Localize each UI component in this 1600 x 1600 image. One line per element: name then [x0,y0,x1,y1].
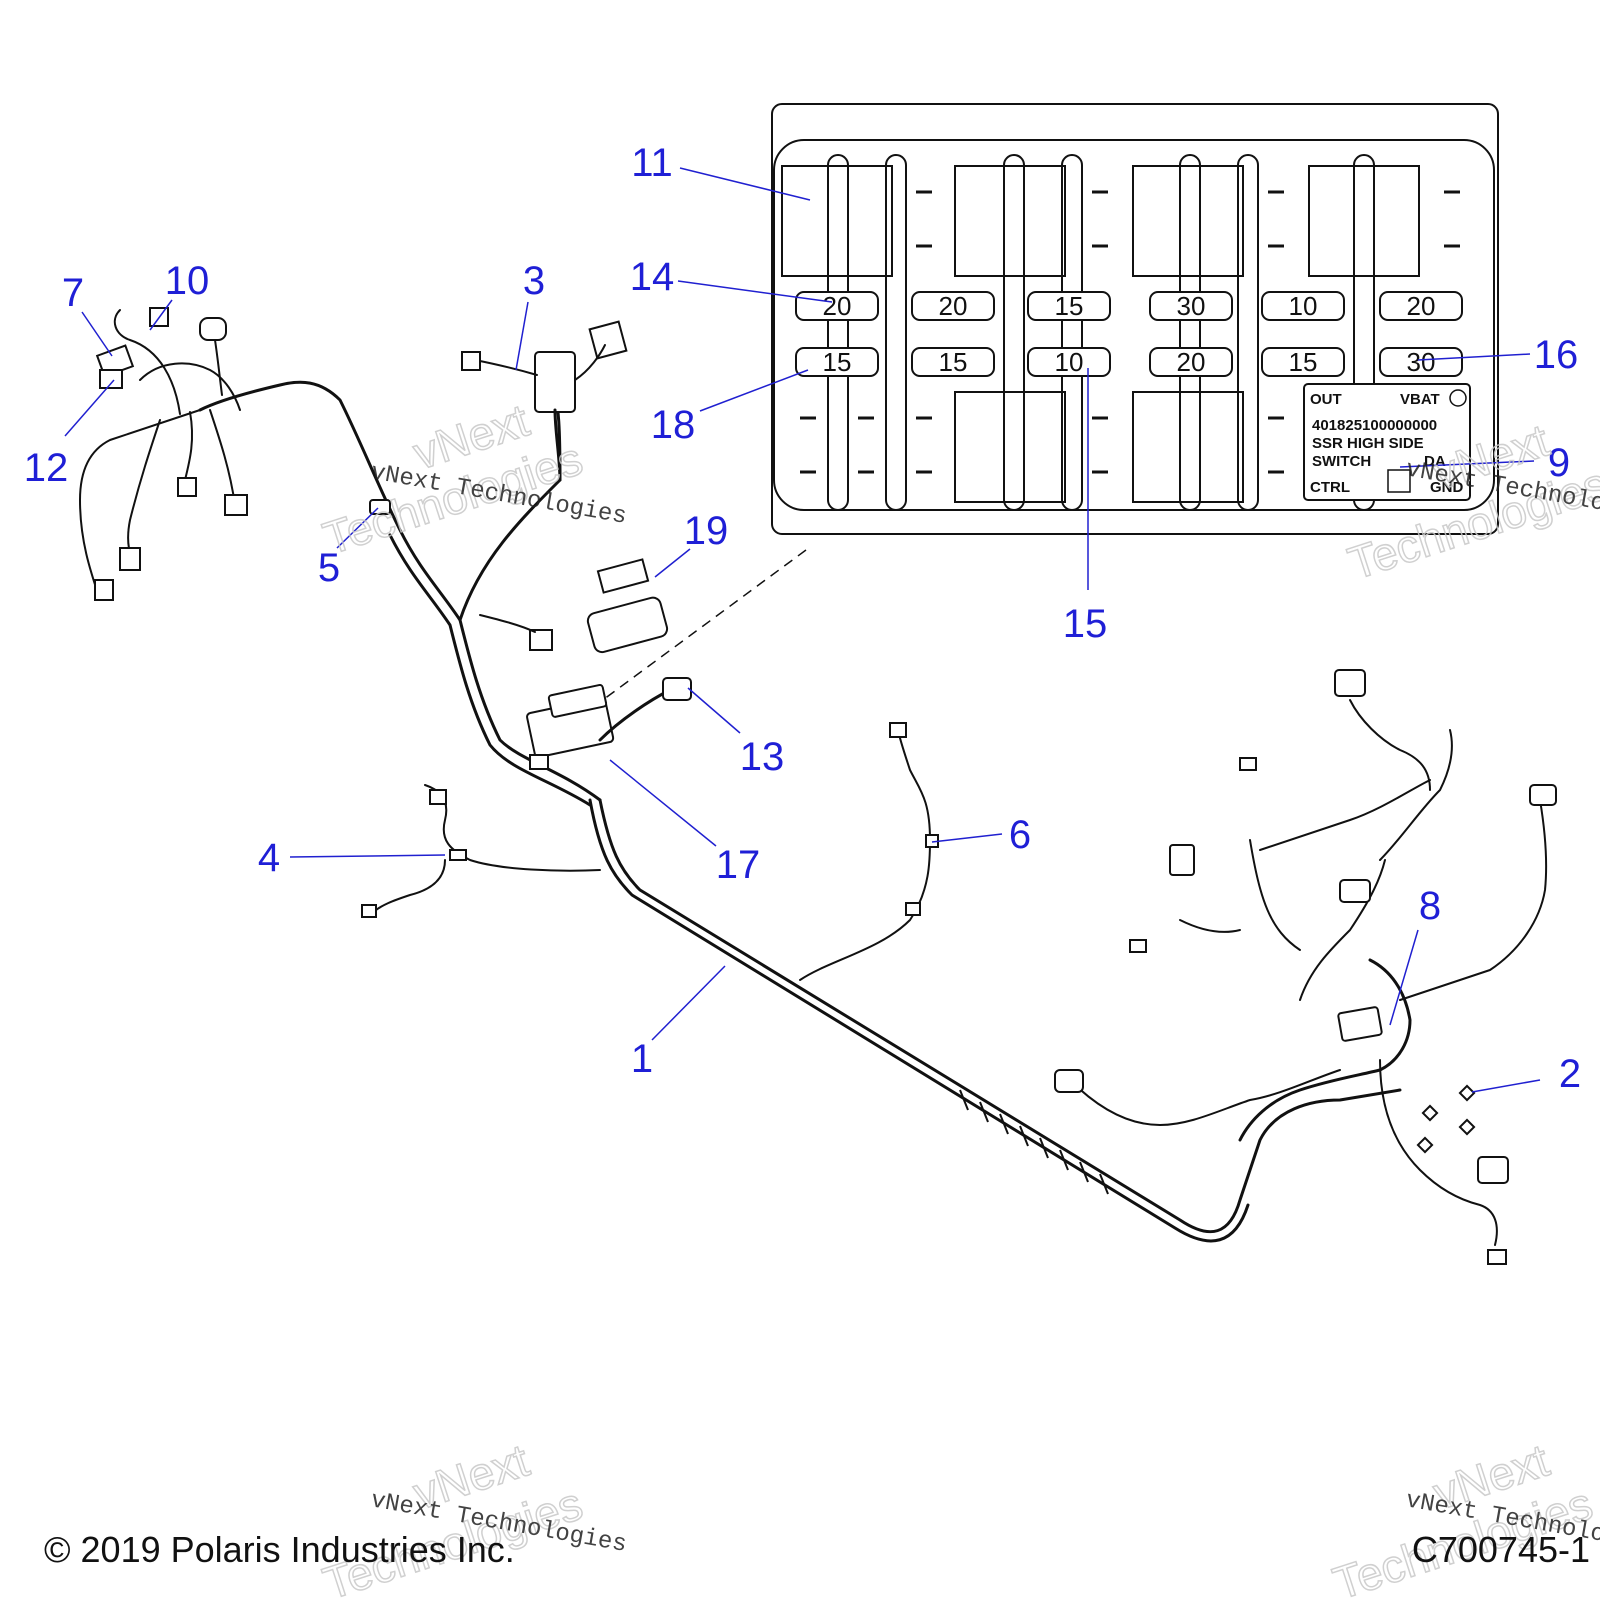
callout-9: 9 [1399,441,1570,485]
fuse-upper-1: 20 [795,291,879,321]
fuse-rating: 15 [1055,291,1084,321]
callout-number: 2 [1559,1052,1581,1096]
fuse-lower-2: 15 [911,347,995,377]
callout-19: 19 [654,509,729,578]
callout-number: 13 [740,735,785,779]
callout-3: 3 [515,259,545,371]
fuse-upper-5: 10 [1261,291,1345,321]
relay-vbat-label: VBAT [1400,391,1440,408]
callout-number: 3 [523,259,545,303]
fuse-rating: 20 [939,291,968,321]
fuse-box-columns [827,154,1375,511]
callout-8: 8 [1389,884,1441,1026]
callout-number: 14 [630,255,675,299]
callout-4: 4 [258,836,446,880]
fuse-rating: 20 [1177,347,1206,377]
callout-10: 10 [149,259,210,331]
relay-out-label: OUT [1310,391,1342,408]
fuse-row-lower: 15 15 10 20 15 30 [795,347,1463,377]
callout-number: 4 [258,836,280,880]
callout-13: 13 [687,687,785,779]
fuse-upper-6: 20 [1379,291,1463,321]
callout-number: 12 [24,446,69,490]
main-harness [79,307,1557,1265]
callout-number: 10 [165,259,210,303]
copyright-notice: © 2019 Polaris Industries Inc. [44,1529,515,1570]
callout-number: 11 [631,141,673,185]
fuse-lower-4: 20 [1149,347,1233,377]
callout-14: 14 [630,255,833,303]
fuse-rating: 20 [1407,291,1436,321]
callouts: 1 2 3 4 5 6 7 8 [24,141,1581,1096]
relay-type-line2: SWITCH [1312,453,1371,470]
callout-7: 7 [62,271,113,357]
fuse-upper-2: 20 [911,291,995,321]
callout-number: 7 [62,271,84,315]
ssr-relay-label: OUT VBAT 401825100000000 SSR HIGH SIDE S… [1303,383,1471,501]
fuse-row-upper: 20 20 15 30 10 20 [795,291,1463,321]
callout-number: 1 [631,1037,653,1081]
fuse-box-detail: 20 20 15 30 10 20 15 15 10 20 15 30 OUT … [771,103,1499,535]
callout-12: 12 [24,379,115,490]
callout-2: 2 [1471,1052,1581,1096]
fuse-rating: 15 [939,347,968,377]
callout-6: 6 [931,813,1031,857]
fuse-lower-6: 30 [1379,347,1463,377]
callout-5: 5 [318,507,379,590]
fuse-slot-marks [800,190,1460,474]
drawing-number: C700745-1 [1412,1529,1590,1570]
watermark-bottom-center: Technologies vNext vNext Technologies [316,1433,628,1600]
relay-part-number: 401825100000000 [1312,417,1437,434]
fuse-upper-4: 30 [1149,291,1233,321]
fuse-rating: 20 [823,291,852,321]
detail-projection-line [595,549,807,706]
watermark-bottom-right: Technologies vNext vNext Technologies [1326,1433,1600,1600]
fuse-lower-1: 15 [795,347,879,377]
callout-number: 19 [684,509,729,553]
callout-number: 9 [1548,441,1570,485]
callout-number: 6 [1009,813,1031,857]
relay-gnd-label: GND [1430,479,1464,496]
fuse-rating: 10 [1289,291,1318,321]
callout-number: 8 [1419,884,1441,928]
fuse-rating: 30 [1177,291,1206,321]
callout-18: 18 [651,369,809,447]
fuse-lower-5: 15 [1261,347,1345,377]
fuse-rating: 15 [1289,347,1318,377]
fuse-rating: 15 [823,347,852,377]
relay-ctrl-label: CTRL [1310,479,1350,496]
fuse-rating: 10 [1055,347,1084,377]
callout-number: 15 [1063,602,1108,646]
watermark-top-center: Technologies vNext vNext Technologies [316,393,628,565]
callout-11: 11 [631,141,811,201]
callout-number: 18 [651,403,696,447]
callout-1: 1 [631,965,726,1081]
callout-number: 5 [318,546,340,590]
callout-15: 15 [1063,368,1108,646]
callout-number: 17 [716,843,761,887]
relay-type-line1: SSR HIGH SIDE [1312,435,1424,452]
fuse-upper-3: 15 [1027,291,1111,321]
fuse-rating: 30 [1407,347,1436,377]
callout-number: 16 [1534,333,1579,377]
screws [1416,1084,1476,1154]
callout-17: 17 [609,759,761,887]
fuse-lower-3: 10 [1027,347,1111,377]
callout-16: 16 [1417,333,1579,377]
